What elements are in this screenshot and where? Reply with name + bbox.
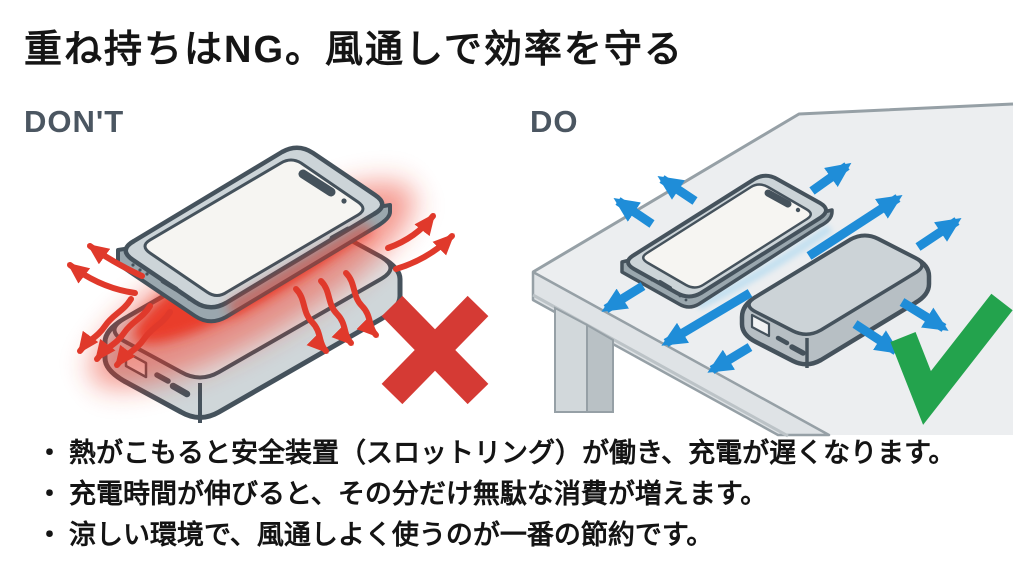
page-title: 重ね持ちはNG。風通しで効率を守る: [24, 29, 684, 71]
cross-icon: [381, 295, 489, 405]
camera-dot: [341, 198, 347, 204]
notch: [764, 189, 792, 208]
bullet-item: ・ 涼しい環境で、風通しよく使うのが一番の節約です。: [36, 515, 955, 556]
phone-screen: [642, 183, 812, 289]
airflow-arrows: [601, 162, 962, 374]
camera-dot: [795, 207, 801, 213]
check-icon: [890, 293, 1013, 425]
do-label: DO: [530, 104, 579, 139]
bullet-text: 充電時間が伸びると、その分だけ無駄な消費が増えます。: [69, 479, 768, 509]
bullet-text: 涼しい環境で、風通しよく使うのが一番の節約です。: [69, 520, 714, 550]
table-edge: [531, 270, 831, 437]
bullet-list: ・ 熱がこもると安全装置（スロットリング）が働き、充電が遅くなります。 ・ 充電…: [36, 433, 955, 556]
air-streak: [696, 224, 833, 311]
bullet-item: ・ 充電時間が伸びると、その分だけ無駄な消費が増えます。: [36, 474, 955, 515]
usb-c-port: [169, 382, 191, 398]
phone-screen: [143, 158, 365, 297]
dont-panel: DON'T: [0, 100, 512, 440]
bullet-marker: ・: [36, 438, 63, 468]
bullet-marker: ・: [36, 520, 63, 550]
charge-port: [658, 280, 672, 290]
charge-port: [160, 278, 179, 292]
dont-illustration: [67, 145, 489, 423]
power-bank-illustration: [739, 233, 932, 368]
heat-edge-glow: [226, 222, 374, 316]
bullet-marker: ・: [36, 479, 63, 509]
side-ports: [131, 263, 198, 305]
table-leg-side: [586, 323, 614, 413]
phone-illustration: [620, 173, 834, 309]
table-leg: [554, 306, 588, 413]
dont-label: DON'T: [24, 104, 125, 139]
usb-c-port: [775, 335, 790, 346]
usb-a-port: [750, 313, 771, 338]
usb-c-port: [789, 344, 806, 356]
do-panel: DO: [512, 100, 1024, 440]
bullet-text: 熱がこもると安全装置（スロットリング）が働き、充電が遅くなります。: [69, 438, 956, 468]
do-illustration: [531, 102, 1014, 438]
side-button: [329, 226, 351, 241]
notch: [298, 169, 336, 197]
bullet-item: ・ 熱がこもると安全装置（スロットリング）が働き、充電が遅くなります。: [36, 433, 955, 474]
heat-arrows: [67, 213, 455, 368]
side-ports: [638, 270, 688, 302]
